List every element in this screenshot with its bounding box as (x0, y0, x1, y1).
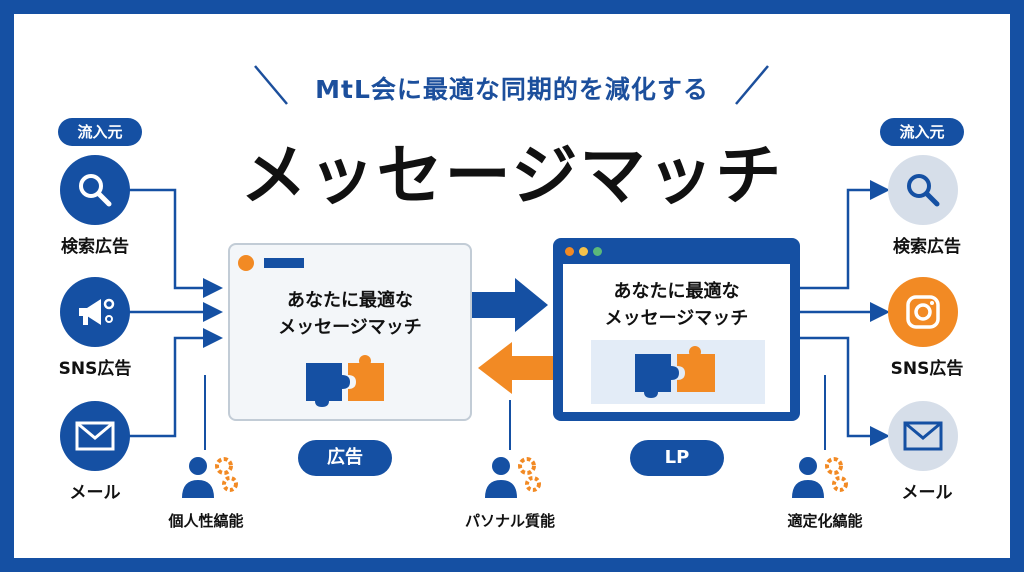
right-source-badge: 流入元 (880, 118, 964, 146)
right-mail-label: メール (901, 483, 953, 503)
puzzle-icon (635, 346, 715, 398)
ad-text-line1: あなたに最適な (287, 290, 413, 311)
tagline: MtL会に最適な同期的を減化する (315, 75, 709, 104)
right-search-channel (888, 155, 958, 225)
right-sns-label: SNS広告 (890, 359, 964, 379)
diagram-canvas (14, 14, 1010, 558)
ad-text-line2: メッセージマッチ (278, 317, 422, 338)
window-dot-1 (565, 247, 574, 256)
user-gear-icon (485, 457, 541, 498)
window-dot-3 (593, 247, 602, 256)
megaphone-icon (79, 298, 115, 325)
left-search-label: 検索広告 (61, 237, 129, 257)
ad-header-bar (264, 258, 304, 268)
user-gear-icon (182, 457, 238, 498)
instagram-icon (906, 295, 940, 329)
left-sns-label: SNS広告 (58, 359, 132, 379)
function-optimize-label: 適定化縞能 (787, 512, 863, 530)
lp-text-line2: メッセージマッチ (604, 308, 749, 329)
left-sns-channel (60, 277, 130, 347)
left-mail-channel (60, 401, 130, 471)
ad-card: あなたに最適な メッセージマッチ (228, 243, 472, 421)
lp-text-line1: あなたに最適な (613, 281, 740, 302)
left-mail-label: メール (69, 483, 121, 503)
search-icon (907, 174, 940, 207)
left-source-badge: 流入元 (58, 118, 142, 146)
function-personalize-label: 個人性縞能 (168, 512, 244, 530)
mail-icon (903, 421, 943, 451)
right-sns-channel (888, 277, 958, 347)
ad-caption-pill: 広告 (298, 440, 392, 476)
page-title: メッセージマッチ (240, 137, 784, 214)
mail-icon (75, 421, 115, 451)
puzzle-icon (306, 355, 384, 407)
ad-dot (238, 255, 254, 271)
right-mail-channel (888, 401, 958, 471)
user-gear-icon (792, 457, 848, 498)
window-dot-2 (579, 247, 588, 256)
lp-caption-pill: LP (630, 440, 724, 476)
lp-page: あなたに最適な メッセージマッチ (563, 264, 790, 412)
search-icon (79, 174, 112, 207)
lp-card: あなたに最適な メッセージマッチ (553, 238, 800, 421)
left-search-channel (60, 155, 130, 225)
right-search-label: 検索広告 (893, 237, 961, 257)
function-persona-label: パソナル質能 (464, 512, 555, 530)
